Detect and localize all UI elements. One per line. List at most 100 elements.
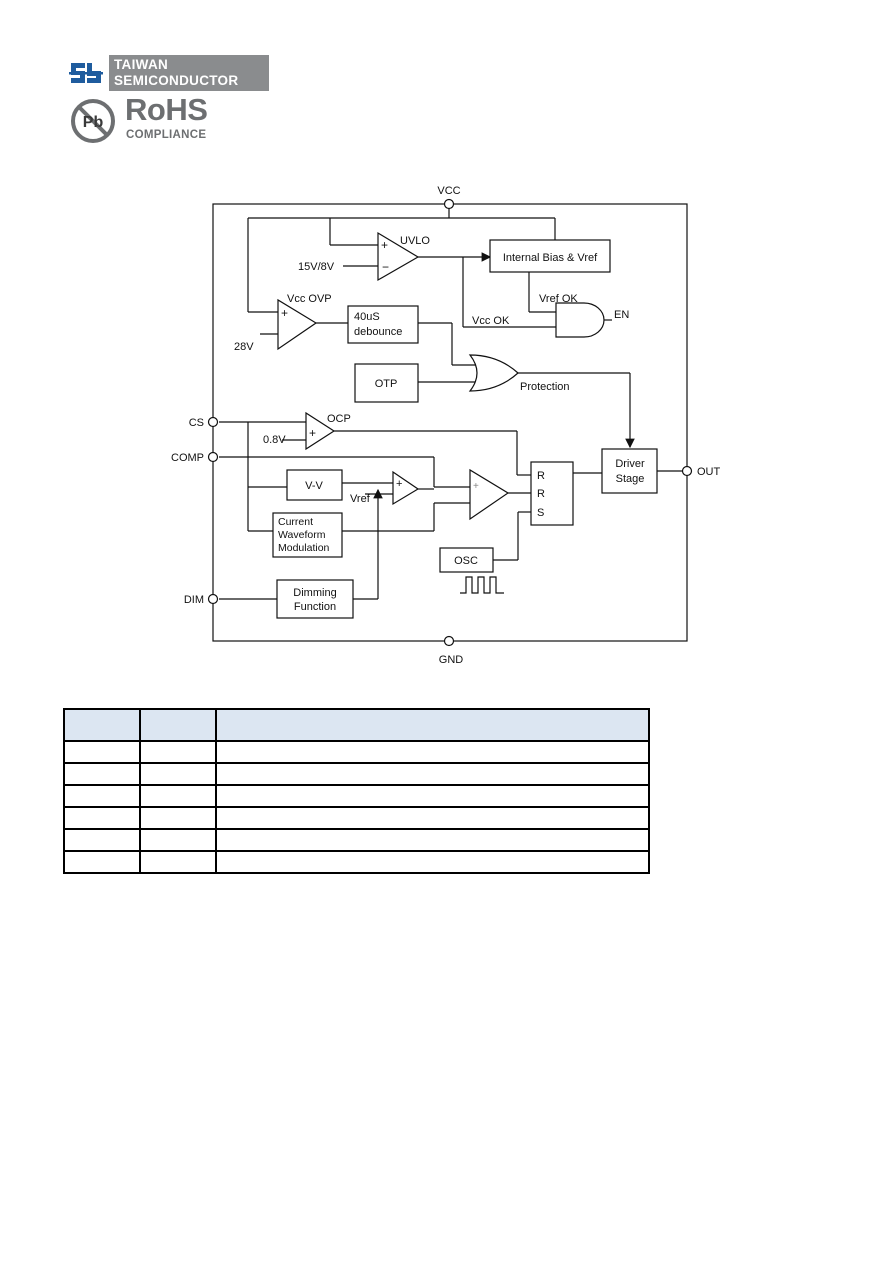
latch-r2: R (537, 488, 545, 500)
vv-label: V-V (305, 480, 323, 492)
table-cell (63, 784, 141, 808)
dim-label-2: Function (294, 601, 336, 613)
ocp-threshold: 0.8V (263, 434, 286, 446)
error-amplifier (392, 470, 420, 506)
table-cell (139, 828, 217, 852)
table-cell (215, 740, 650, 764)
ts-logo-icon (69, 63, 103, 83)
table-cell (63, 850, 141, 874)
otp-label: OTP (375, 378, 398, 390)
uvlo-label: UVLO (400, 235, 430, 247)
dimming-block (276, 579, 354, 619)
comp-label: COMP (171, 452, 204, 464)
table-cell (139, 784, 217, 808)
rohs-subtitle: COMPLIANCE (126, 129, 207, 141)
ovp-plus: + (281, 306, 288, 320)
debounce-label-1: 40uS (354, 311, 380, 323)
cwm-label-1: Current (278, 516, 313, 528)
company-name-line1: TAIWAN (114, 57, 169, 72)
ocp-plus: + (309, 426, 316, 440)
header-cell (63, 708, 141, 742)
table-cell (139, 806, 217, 830)
vv-block (286, 469, 343, 501)
table-cell (215, 828, 650, 852)
debounce-block (347, 305, 419, 344)
table-row (63, 762, 650, 786)
pwm-plus: + (473, 481, 479, 492)
table-header-row (63, 708, 650, 742)
driver-label-2: Stage (616, 473, 645, 485)
ocp-comparator (305, 411, 336, 451)
vcc-label: VCC (437, 185, 460, 197)
pin-comp (207, 451, 219, 463)
pin-gnd (443, 635, 455, 647)
block-diagram: VCC GND CS COMP DIM OUT Internal Bias & … (171, 185, 721, 666)
pin-out (681, 465, 693, 477)
cwm-label-3: Modulation (278, 542, 330, 554)
header-cell (139, 708, 217, 742)
uvlo-comparator (377, 231, 420, 282)
debounce-label-2: debounce (354, 326, 402, 338)
pin-description-table (63, 708, 650, 874)
company-name: TAIWAN SEMICONDUCTOR (109, 55, 269, 91)
table-row (63, 806, 650, 830)
table-cell (139, 762, 217, 786)
pwm-comparator (469, 468, 510, 521)
or-gate (468, 354, 519, 392)
rohs-badge: Pb RoHS COMPLIANCE (70, 92, 230, 146)
table-cell (63, 762, 141, 786)
and-gate (555, 302, 605, 338)
table-cell (215, 806, 650, 830)
table-cell (215, 762, 650, 786)
ovp-label: Vcc OVP (287, 293, 332, 305)
table-cell (215, 850, 650, 874)
uvlo-threshold: 15V/8V (298, 261, 335, 273)
dim-label: DIM (184, 594, 204, 606)
ea-plus: + (396, 478, 402, 490)
table-row (63, 850, 650, 874)
osc-block (439, 547, 494, 573)
protection-label: Protection (520, 381, 570, 393)
company-name-line2: SEMICONDUCTOR (114, 73, 239, 88)
company-logo: TAIWAN SEMICONDUCTOR (69, 55, 269, 91)
table-cell (63, 740, 141, 764)
ovp-threshold: 28V (234, 341, 254, 353)
driver-block (601, 448, 658, 494)
internal-bias-block (489, 239, 611, 273)
latch-s: S (537, 507, 544, 519)
cs-label: CS (189, 417, 204, 429)
table-cell (139, 740, 217, 764)
uvlo-minus: − (382, 260, 389, 274)
en-label: EN (614, 309, 629, 321)
rohs-title: RoHS (125, 92, 208, 127)
cwm-label-2: Waveform (278, 529, 326, 541)
latch-block (530, 461, 574, 526)
cwm-block (272, 512, 343, 558)
table-row (63, 784, 650, 808)
uvlo-plus: + (381, 238, 388, 252)
pin-vcc (443, 198, 455, 210)
table-cell (139, 850, 217, 874)
table-cell (63, 806, 141, 830)
bias-label: Internal Bias & Vref (503, 252, 598, 264)
pin-cs (207, 416, 219, 428)
gnd-label: GND (439, 654, 464, 666)
pb-free-icon: Pb (71, 99, 115, 143)
table-row (63, 828, 650, 852)
pin-dim (207, 593, 219, 605)
header-cell (215, 708, 650, 742)
pb-badge-text: Pb (83, 114, 104, 131)
driver-label-1: Driver (615, 458, 645, 470)
osc-label: OSC (454, 555, 478, 567)
vcc-ok-label: Vcc OK (472, 315, 510, 327)
ocp-label: OCP (327, 413, 351, 425)
out-label: OUT (697, 466, 721, 478)
table-cell (215, 784, 650, 808)
ovp-comparator (277, 298, 318, 351)
table-cell (63, 828, 141, 852)
table-row (63, 740, 650, 764)
vref-label: Vref (350, 493, 371, 505)
otp-block (354, 363, 419, 403)
dim-label-1: Dimming (293, 587, 336, 599)
latch-r1: R (537, 470, 545, 482)
